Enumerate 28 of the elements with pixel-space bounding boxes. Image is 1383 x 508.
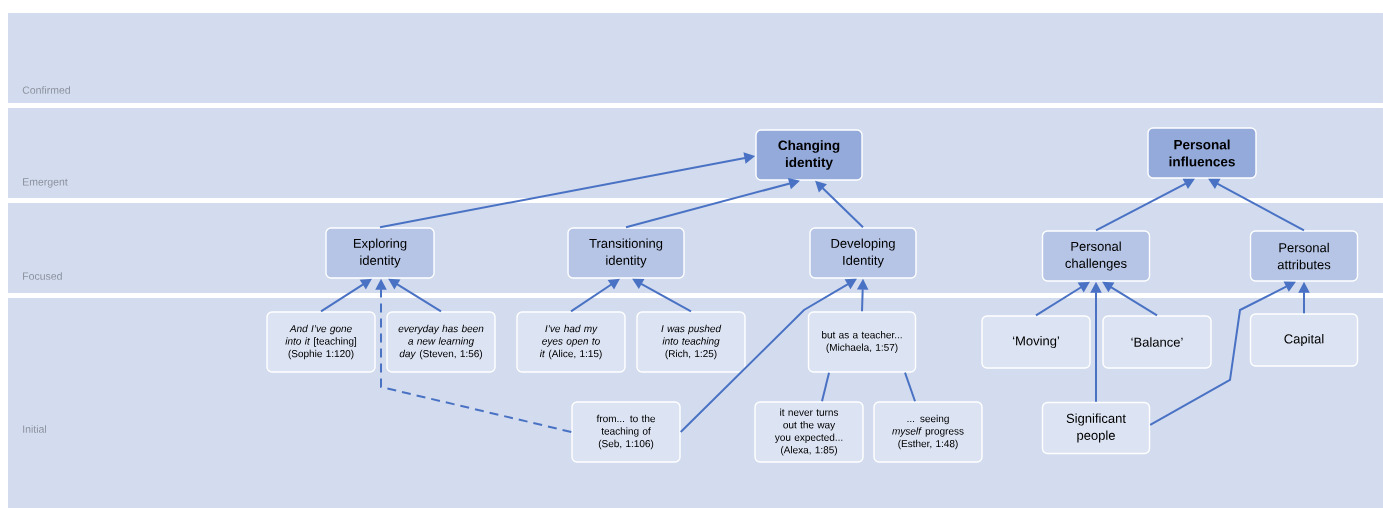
theme-box: Personal challenges xyxy=(1041,230,1151,282)
arrow xyxy=(388,278,442,313)
arrow xyxy=(679,278,857,433)
arrow xyxy=(1208,178,1305,232)
quote-box: from... to the teaching of (Seb, 1:106) xyxy=(571,401,681,463)
arrow xyxy=(632,278,692,313)
quote-box: but as a teacher... (Michaela, 1:57) xyxy=(807,311,917,373)
theme-box: Developing Identity xyxy=(809,227,917,279)
arrow xyxy=(1035,281,1090,317)
code-box: ‘Balance’ xyxy=(1102,315,1212,369)
theme-box: Personal influences xyxy=(1147,127,1257,179)
quote-box: it never turns out the way you expected... (Alexa, 1:85) xyxy=(754,401,864,463)
arrow xyxy=(1102,281,1158,317)
arrow xyxy=(570,278,620,313)
theme-box: Transitioning identity xyxy=(567,227,685,279)
code-box: Significant people xyxy=(1041,401,1151,455)
quote-box: ... seeing myself progress (Esther, 1:48) xyxy=(873,401,983,463)
theme-box: Exploring identity xyxy=(325,227,435,279)
quote-box: I was pushed into teaching (Rich, 1:25) xyxy=(636,311,746,373)
quote-box: everyday has been a new learning day (Steven, 1:56) xyxy=(386,311,496,373)
quote-box: I’ve had my eyes open to it (Alice, 1:15) xyxy=(516,311,626,373)
quote-box: And I’ve gone into it [teaching] (Sophie 1:120) xyxy=(266,311,376,373)
code-box: Capital xyxy=(1249,313,1359,367)
arrow xyxy=(320,278,372,313)
theme-box: Changing identity xyxy=(755,129,863,181)
theme-box: Personal attributes xyxy=(1249,230,1359,282)
code-box: ‘Moving’ xyxy=(981,315,1091,369)
band: Confirmed xyxy=(8,13,1383,103)
